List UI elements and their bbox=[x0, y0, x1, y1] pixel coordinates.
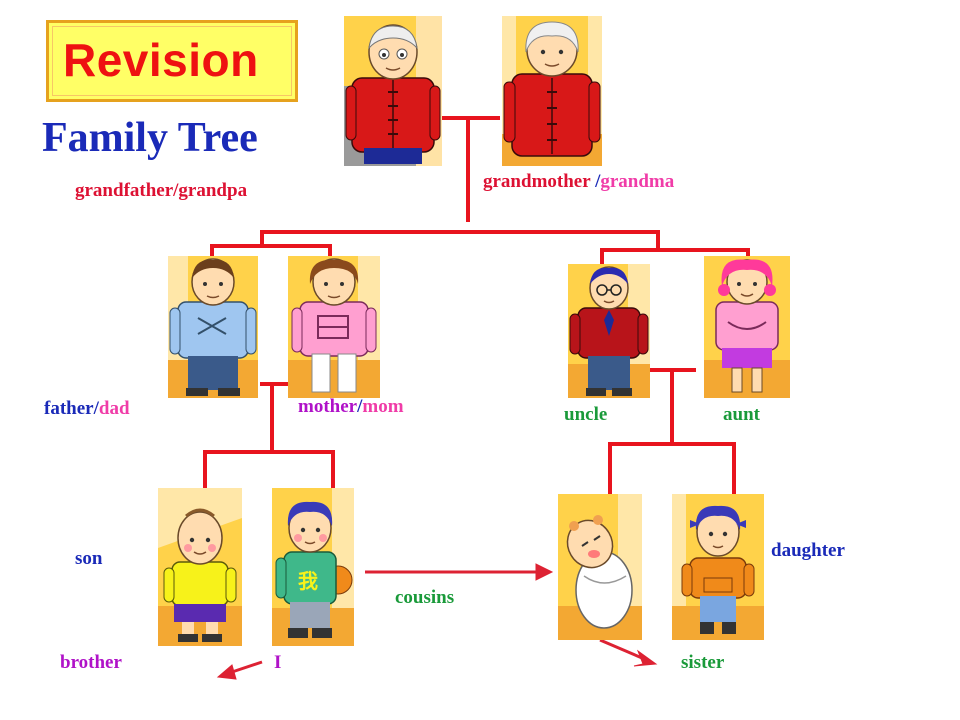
revision-banner: Revision bbox=[46, 20, 298, 102]
aunt-label: aunt bbox=[723, 404, 760, 425]
page-title: Family Tree bbox=[42, 115, 258, 161]
brother-figure-icon bbox=[158, 488, 242, 646]
father-label: father/dad bbox=[44, 398, 130, 419]
brother-arrow bbox=[231, 660, 263, 674]
brother-label: brother bbox=[60, 652, 122, 673]
grandfather-figure-icon bbox=[344, 16, 442, 166]
uncle-label: uncle bbox=[564, 404, 608, 425]
shirt-character: 我 bbox=[298, 569, 318, 593]
revision-label: Revision bbox=[63, 34, 259, 86]
grandfather-label: grandfather/grandpa bbox=[75, 180, 248, 201]
sister-label: sister bbox=[681, 652, 725, 673]
girl-cousin-figure-icon bbox=[672, 494, 764, 640]
grandmother-figure-icon bbox=[502, 16, 602, 166]
daughter-label: daughter bbox=[771, 540, 845, 561]
mother-figure-icon bbox=[288, 256, 380, 398]
cousins-label: cousins bbox=[395, 587, 455, 608]
me-figure-icon: 我 bbox=[272, 488, 354, 646]
sister-arrow bbox=[599, 638, 643, 660]
mother-label: mother/mom bbox=[298, 396, 404, 417]
grandmother-label: grandmother /grandma bbox=[483, 171, 675, 192]
me-label: I bbox=[274, 652, 282, 673]
aunt-figure-icon bbox=[704, 256, 790, 398]
father-figure-icon bbox=[168, 256, 258, 398]
baby-cousin-figure-icon bbox=[558, 494, 642, 640]
uncle-figure-icon bbox=[568, 264, 650, 398]
son-label: son bbox=[75, 548, 103, 569]
